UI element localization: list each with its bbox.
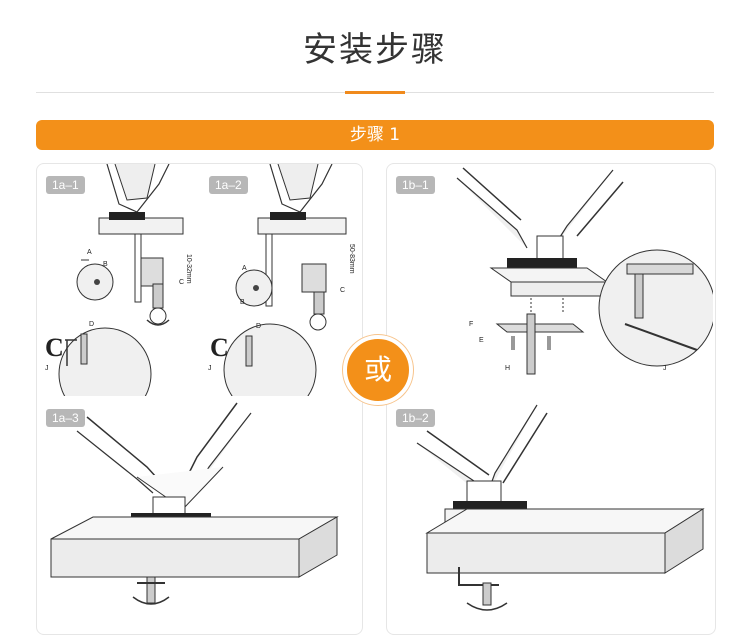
panel-tag-1b-2: 1b–2: [396, 409, 435, 427]
panel-1a-2-illustration: 50-83mm C A B C D J: [208, 164, 355, 396]
svg-text:C: C: [340, 287, 345, 294]
panel-1b-1-illustration: F E H J: [456, 167, 713, 375]
panel-1b-1: F E H J 1b–1: [387, 164, 713, 396]
panel-1b-2-illustration: [416, 404, 705, 611]
title-accent-bar: [345, 91, 405, 94]
panel-tag-1a-2: 1a–2: [209, 176, 248, 194]
panel-1a-1-illustration: 10-32mm C A B C D J: [45, 164, 192, 396]
panel-1a-3-illustration: [50, 402, 339, 605]
callout-big-c: C: [45, 333, 64, 362]
svg-text:B: B: [103, 261, 108, 268]
dimension-label: 50-83mm: [348, 244, 355, 274]
svg-text:F: F: [469, 321, 473, 328]
svg-text:E: E: [479, 337, 484, 344]
svg-text:J: J: [45, 365, 49, 372]
page-title: 安装步骤: [303, 30, 447, 70]
svg-text:J: J: [663, 365, 667, 372]
svg-text:H: H: [505, 365, 510, 372]
panel-1a-1: 10-32mm C A B C D J 1a–1: [37, 164, 199, 396]
or-badge: 或: [343, 335, 413, 405]
panel-tag-1a-3: 1a–3: [46, 409, 85, 427]
step-banner: 步骤 1: [36, 120, 714, 150]
callout-big-c: C: [210, 333, 229, 362]
panel-1a-2: 50-83mm C A B C D J 1a–2: [200, 164, 360, 396]
svg-text:B: B: [240, 299, 245, 306]
panel-1b-2: 1b–2: [387, 397, 713, 632]
dimension-label: 10-32mm: [185, 254, 192, 284]
svg-text:A: A: [242, 265, 247, 272]
svg-text:D: D: [89, 321, 94, 328]
panel-tag-1b-1: 1b–1: [396, 176, 435, 194]
panel-1a-3: 1a–3: [37, 397, 360, 632]
svg-text:A: A: [87, 249, 92, 256]
svg-text:D: D: [256, 323, 261, 330]
svg-text:C: C: [179, 279, 184, 286]
panel-tag-1a-1: 1a–1: [46, 176, 85, 194]
svg-text:J: J: [208, 365, 212, 372]
